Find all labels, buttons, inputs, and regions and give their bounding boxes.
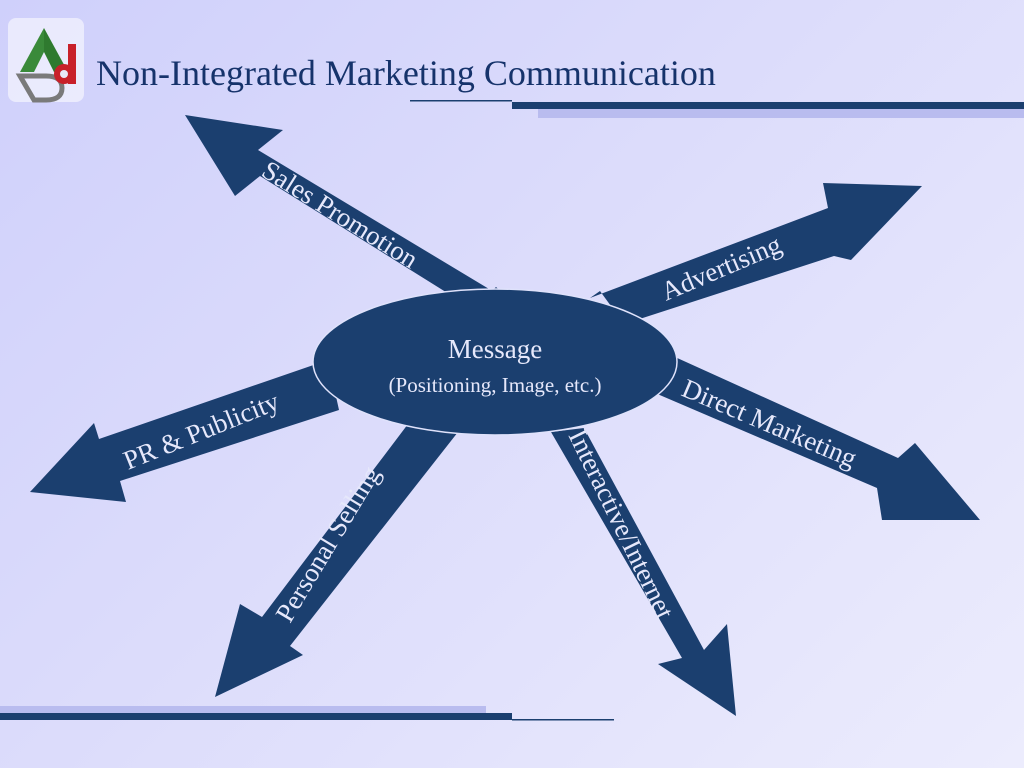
arrow-label-direct-marketing: Direct Marketing bbox=[678, 373, 862, 474]
arrow-pr-publicity: PR & Publicity bbox=[30, 360, 339, 502]
message-hub: Message (Positioning, Image, etc.) bbox=[312, 288, 678, 436]
slide-title: Non-Integrated Marketing Communication bbox=[96, 53, 716, 93]
hub-subtitle: (Positioning, Image, etc.) bbox=[389, 373, 602, 397]
hub-title: Message bbox=[448, 334, 542, 364]
arrow-interactive-internet: Interactive/Internet bbox=[551, 424, 736, 716]
arrow-sales-promotion: Sales Promotion bbox=[185, 115, 519, 309]
arrow-direct-marketing: Direct Marketing bbox=[648, 357, 980, 520]
title-rule bbox=[410, 100, 1024, 118]
arrow-advertising: Advertising bbox=[590, 183, 922, 324]
arrow-personal-selling: Personal Selling bbox=[215, 424, 458, 697]
arrow-label-interactive-internet: Interactive/Internet bbox=[563, 424, 681, 624]
pd-logo-icon bbox=[8, 18, 84, 103]
footer-rule bbox=[0, 706, 614, 721]
arrow-label-sales-promotion: Sales Promotion bbox=[257, 155, 424, 275]
